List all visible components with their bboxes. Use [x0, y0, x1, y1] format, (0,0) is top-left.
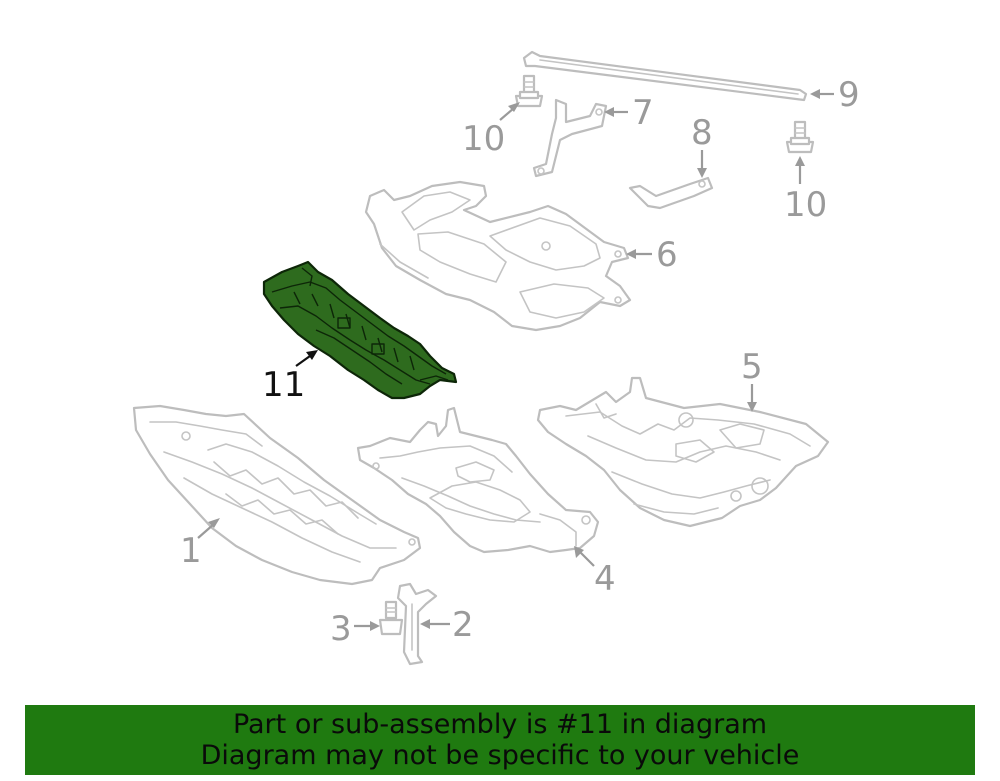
part-11-shield-highlighted[interactable]: [262, 260, 458, 400]
callout-5: 5: [741, 347, 763, 412]
callout-label: 7: [632, 93, 654, 133]
callout-label: 2: [452, 605, 474, 645]
part-4-shield[interactable]: [356, 406, 600, 554]
part-10-bolt-left[interactable]: [514, 74, 544, 108]
callout-1: 1: [180, 518, 220, 571]
callout-3: 3: [330, 609, 380, 649]
banner-line-2: Diagram may not be specific to your vehi…: [200, 740, 800, 771]
callout-label: 9: [838, 75, 860, 115]
callout-9: 9: [810, 75, 860, 115]
part-1-shield[interactable]: [132, 404, 422, 586]
part-9-strut-bar[interactable]: [522, 50, 808, 102]
part-2-bracket[interactable]: [396, 582, 438, 666]
part-5-shield[interactable]: [536, 376, 830, 528]
part-10-bolt-right[interactable]: [785, 120, 815, 154]
callout-11: 11: [262, 350, 318, 405]
callout-label: 6: [656, 235, 678, 275]
callout-10-left: 10: [462, 102, 520, 159]
callout-6: 6: [626, 235, 678, 275]
callout-2: 2: [420, 605, 474, 645]
callout-label: 10: [462, 119, 505, 159]
callout-7: 7: [604, 93, 654, 133]
parts-diagram: 1 2 3 4 5 6 7 8 9: [132, 50, 860, 666]
banner-line-1: Part or sub-assembly is #11 in diagram: [232, 709, 768, 740]
part-8-bracket[interactable]: [628, 176, 714, 210]
callout-8: 8: [691, 113, 713, 178]
callout-label: 8: [691, 113, 713, 153]
callout-label: 11: [262, 365, 305, 405]
part-3-bolt[interactable]: [378, 600, 404, 636]
part-6-splash-shield[interactable]: [364, 180, 632, 332]
callout-label: 5: [741, 347, 763, 387]
part-7-bracket[interactable]: [532, 98, 608, 178]
callout-label: 10: [784, 185, 827, 225]
callout-10-right: 10: [784, 156, 827, 225]
callout-label: 3: [330, 609, 352, 649]
callout-4: 4: [574, 546, 616, 599]
callout-label: 1: [180, 531, 202, 571]
callout-label: 4: [594, 559, 616, 599]
info-banner: Part or sub-assembly is #11 in diagram D…: [25, 705, 975, 775]
